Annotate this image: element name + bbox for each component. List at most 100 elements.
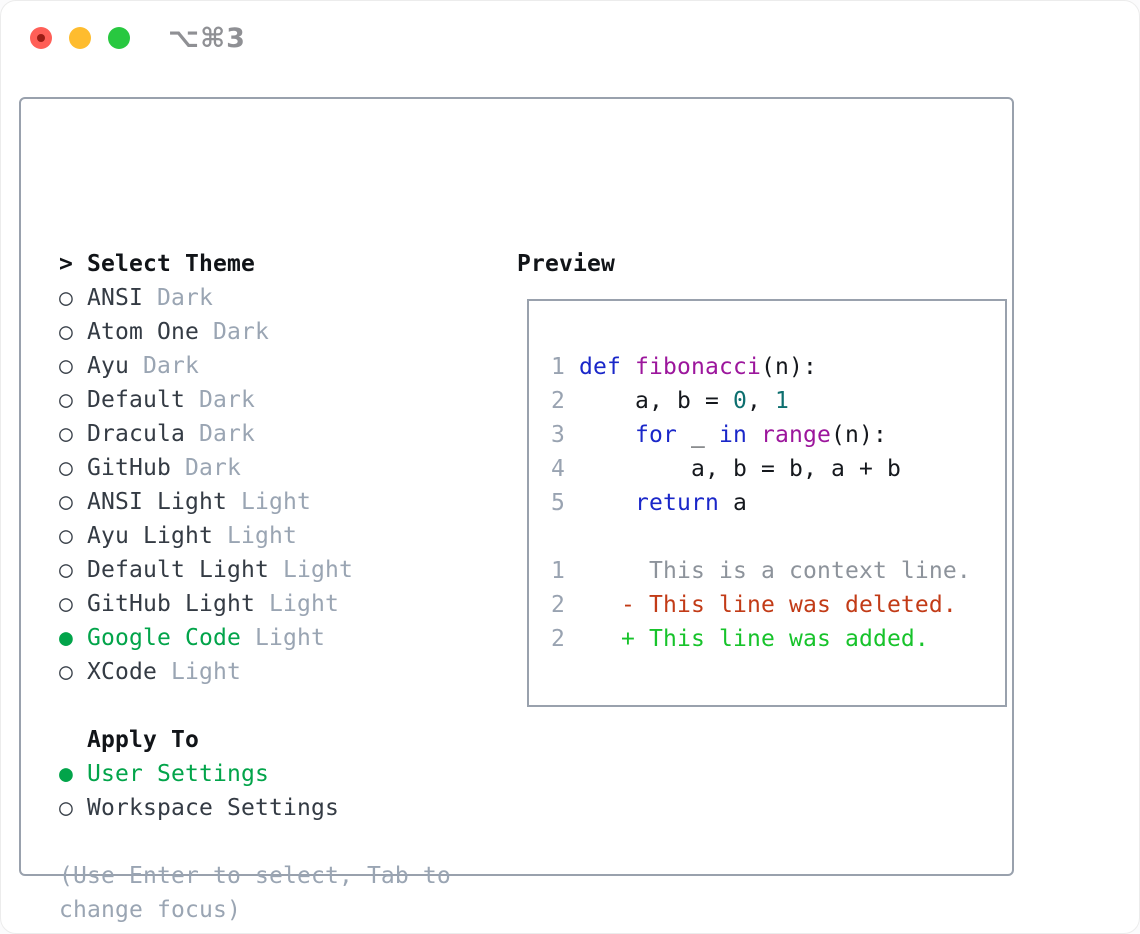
window-title: ⌥⌘3 [168, 23, 246, 54]
code-line: 4 a, b = b, a + b [551, 452, 971, 486]
spacer [59, 689, 451, 723]
theme-name: Google Code [87, 625, 241, 651]
diff-text: - This line was deleted. [579, 592, 957, 618]
theme-name: XCode [87, 659, 157, 685]
line-number: 1 [551, 354, 579, 380]
radio-unselected-icon: ○ [59, 319, 87, 345]
theme-option[interactable]: ○ ANSI Dark [59, 281, 451, 315]
theme-name: Ayu Light [87, 523, 213, 549]
theme-option[interactable]: ○ Dracula Dark [59, 417, 451, 451]
theme-option[interactable]: ○ Default Dark [59, 383, 451, 417]
spacer [59, 825, 451, 859]
theme-option[interactable]: ○ GitHub Light Light [59, 587, 451, 621]
code-token: (n): [831, 422, 887, 448]
theme-variant: Dark [170, 455, 241, 481]
line-number: 3 [551, 422, 579, 448]
code-token: 0 [732, 388, 747, 414]
code-token: a [718, 490, 747, 516]
hint-text: change focus) [59, 893, 451, 927]
theme-variant: Light [254, 591, 339, 617]
line-number: 2 [551, 626, 579, 652]
hint-line: (Use Enter to select, Tab to [59, 863, 451, 889]
spacer [551, 520, 971, 554]
code-token: in [719, 422, 747, 448]
theme-menu: > Select Theme○ ANSI Dark○ Atom One Dark… [59, 247, 451, 927]
hint-text: (Use Enter to select, Tab to [59, 859, 451, 893]
radio-unselected-icon: ○ [59, 591, 87, 617]
line-number: 5 [551, 490, 579, 516]
theme-name: Atom One [87, 319, 199, 345]
apply-to-title: Apply To [59, 727, 199, 753]
theme-option[interactable]: ○ Default Light Light [59, 553, 451, 587]
radio-unselected-icon: ○ [59, 523, 87, 549]
theme-variant: Dark [198, 319, 269, 345]
diff-text: + This line was added. [579, 626, 929, 652]
diff-line: 1 This is a context line. [551, 554, 971, 588]
theme-name: Dracula [87, 421, 185, 447]
theme-name: Default [87, 387, 185, 413]
radio-unselected-icon: ○ [59, 489, 87, 515]
theme-option[interactable]: ○ GitHub Dark [59, 451, 451, 485]
theme-variant: Dark [143, 285, 213, 311]
theme-variant: Dark [184, 421, 255, 447]
radio-unselected-icon: ○ [59, 795, 87, 821]
line-number: 2 [551, 592, 579, 618]
traffic-lights [30, 27, 130, 49]
code-line: 3 for _ in range(n): [551, 418, 971, 452]
theme-name: Ayu [87, 353, 129, 379]
code-token [747, 422, 761, 448]
titlebar: ⌥⌘3 [1, 1, 1139, 75]
code-token [579, 422, 635, 448]
radio-selected-icon: ● [59, 761, 87, 787]
close-button-dot [37, 34, 45, 42]
theme-variant: Light [157, 659, 241, 685]
code-token: (n): [760, 354, 817, 380]
theme-option[interactable]: ○ Ayu Light Light [59, 519, 451, 553]
code-line: 5 return a [551, 486, 971, 520]
theme-option[interactable]: ○ Atom One Dark [59, 315, 451, 349]
code-token: fibonacci [635, 354, 761, 380]
apply-option[interactable]: ● User Settings [59, 757, 451, 791]
radio-unselected-icon: ○ [59, 557, 87, 583]
code-token: range [761, 422, 831, 448]
theme-name: GitHub [87, 455, 171, 481]
close-button[interactable] [30, 27, 52, 49]
theme-name: ANSI Light [87, 489, 227, 515]
theme-option[interactable]: ○ Ayu Dark [59, 349, 451, 383]
code-token: return [635, 490, 719, 516]
code-token: , [746, 388, 775, 414]
apply-option[interactable]: ○ Workspace Settings [59, 791, 451, 825]
theme-variant: Light [226, 489, 311, 515]
theme-menu-header: > Select Theme [59, 247, 451, 281]
code-token [621, 354, 635, 380]
prompt-icon: > [59, 251, 87, 277]
apply-to-header: Apply To [59, 723, 451, 757]
code-token: 1 [774, 388, 789, 414]
theme-variant: Light [212, 523, 297, 549]
theme-variant: Dark [129, 353, 199, 379]
theme-option[interactable]: ○ XCode Light [59, 655, 451, 689]
radio-selected-icon: ● [59, 625, 87, 651]
theme-menu-title: Select Theme [87, 251, 255, 277]
theme-name: ANSI [87, 285, 143, 311]
zoom-button[interactable] [108, 27, 130, 49]
theme-option[interactable]: ● Google Code Light [59, 621, 451, 655]
minimize-button[interactable] [69, 27, 91, 49]
radio-unselected-icon: ○ [59, 659, 87, 685]
theme-name: GitHub Light [87, 591, 255, 617]
diff-text: This is a context line. [579, 558, 971, 584]
apply-option-label: User Settings [87, 761, 269, 787]
radio-unselected-icon: ○ [59, 387, 87, 413]
code-token: a, b = b, a + b [579, 456, 901, 482]
radio-unselected-icon: ○ [59, 353, 87, 379]
radio-unselected-icon: ○ [59, 455, 87, 481]
code-token: for [635, 422, 677, 448]
theme-variant: Light [268, 557, 353, 583]
code-token: def [579, 354, 621, 380]
line-number: 1 [551, 558, 579, 584]
hint-line: change focus) [59, 897, 241, 923]
main-panel: > Select Theme○ ANSI Dark○ Atom One Dark… [19, 97, 1014, 923]
theme-option[interactable]: ○ ANSI Light Light [59, 485, 451, 519]
